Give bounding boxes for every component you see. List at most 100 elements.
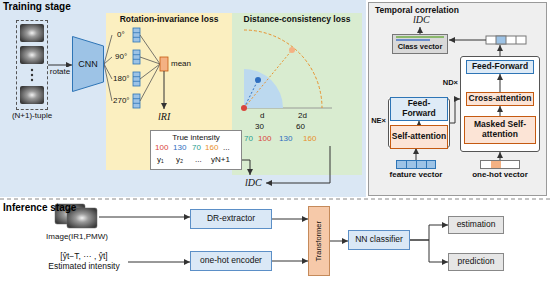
image-tuple: (N+1)-tuple [16, 20, 48, 110]
node-text: Distance-consistency loss [232, 15, 362, 25]
node-text: Masked Self-attention [465, 120, 535, 140]
output-vector [486, 36, 526, 44]
label-text: 2d [298, 111, 307, 120]
label-text: ... [195, 155, 202, 164]
connector-arrow [272, 261, 308, 262]
connector-arrow [500, 74, 501, 92]
label-text: 180° [113, 74, 130, 83]
connector-arrow [410, 240, 448, 262]
label-text: 70 [192, 143, 201, 152]
process-box: one-hot encoder [190, 251, 272, 271]
layer-box: Feed-Forward [390, 97, 448, 121]
class-bar [396, 39, 430, 41]
node-text: estimation [457, 220, 496, 230]
label-text: 130 [279, 134, 292, 143]
label-text: 60 [296, 122, 305, 131]
node-text: Self-attention [392, 132, 446, 142]
node-text: Rotation-invariance loss [106, 15, 232, 25]
node-text: one-hot vector [472, 170, 528, 179]
input-sequence: [ŷt−T, ··· , ŷt]Estimated intensity [40, 244, 128, 280]
label-text: 160 [205, 143, 218, 152]
node-text: CNN [78, 59, 98, 69]
training-ground [0, 0, 366, 197]
label-text: lRI [158, 111, 170, 123]
node-text: Feed-Forward [391, 99, 447, 119]
node-text: Transformer [315, 221, 324, 262]
label-text: 160 [303, 134, 316, 143]
node-text: DR-extractor [207, 214, 255, 224]
module-panel: Temporal correlationClass vectorND×Feed-… [368, 2, 547, 196]
node-text: (N+1)-tuple [12, 111, 52, 120]
label-text: y₂ [176, 155, 183, 164]
label-text: 130 [173, 143, 186, 152]
label-text: 100 [258, 134, 271, 143]
edge-label: rotate [49, 67, 71, 76]
node-text: Image(IR1,PMW) [46, 232, 108, 241]
class-vector: Class vector [392, 34, 448, 54]
process-box: Transformer [308, 206, 330, 276]
layer-box: Feed-Forward [466, 60, 534, 74]
label-text: 0° [117, 30, 125, 39]
connector-arrow [450, 99, 460, 123]
connector-arrow [416, 148, 417, 160]
block-ground [388, 98, 450, 148]
layer-box: Cross-attention [466, 92, 535, 106]
connector-arrow [128, 262, 190, 263]
connector-arrow [48, 65, 72, 66]
cnn-trapezoid: CNN [72, 36, 104, 92]
block-ground [460, 56, 540, 152]
label-text: y₁ [157, 155, 164, 164]
trapezoid-shape [73, 37, 104, 92]
node-text: ND× [443, 79, 458, 88]
label-text: 90° [115, 52, 127, 61]
node-text: [ŷt−T, ··· , ŷt] [60, 252, 107, 262]
class-vector-ground [392, 34, 448, 54]
node-text: Class vector [393, 43, 447, 52]
output-arrow [500, 45, 501, 56]
connector-arrow [99, 217, 190, 218]
connector-arrow [272, 219, 308, 220]
layer-box: Masked Self-attention [464, 116, 536, 144]
label-text: 70 [244, 134, 253, 143]
node-text: feature vector [390, 170, 443, 179]
label-text: Training stage [3, 1, 71, 13]
label-text: 100 [155, 143, 168, 152]
label-text: 30 [255, 122, 264, 131]
process-box: DR-extractor [190, 209, 272, 229]
connector-arrow [500, 152, 501, 160]
label-text: 270° [113, 96, 130, 105]
class-bar [396, 36, 444, 38]
decoder-block: ND×Feed-ForwardCross-attentionMasked Sel… [460, 56, 540, 152]
process-box: NN classifier [348, 230, 410, 250]
panel-ground [232, 13, 362, 175]
output-arrow [420, 27, 421, 34]
vector-box: one-hot vector [480, 160, 520, 169]
label-text: lDC [413, 14, 430, 26]
node-text: Feed-Forward [472, 62, 528, 72]
node-text: NN classifier [355, 235, 403, 245]
node-text: NE× [371, 117, 386, 126]
distance-plot [241, 30, 332, 111]
node-text: Cross-attention [469, 94, 532, 104]
mean-vector [160, 57, 168, 71]
node-text: Estimated intensity [48, 262, 119, 272]
fan-lines [104, 35, 112, 101]
panel-ground [368, 2, 547, 196]
loss-arrow [164, 71, 165, 109]
output-arrow [449, 40, 486, 41]
loss-arrow [242, 160, 250, 175]
output-box: estimation [448, 216, 504, 234]
feature-vectors [133, 28, 140, 108]
vector-box: feature vector [396, 160, 436, 169]
node-text: True intensity [151, 133, 241, 142]
loss-panel: Distance-consistency loss [232, 13, 362, 175]
connector-arrow [330, 241, 348, 242]
stage-divider [0, 199, 550, 200]
label-text: ... [223, 143, 230, 152]
loss-arrow [266, 146, 330, 183]
label-text: Inference stage [3, 202, 76, 214]
label-text: d [260, 111, 264, 120]
output-box: prediction [448, 253, 504, 271]
connector-arrow [410, 225, 448, 240]
node-text: prediction [458, 257, 495, 267]
